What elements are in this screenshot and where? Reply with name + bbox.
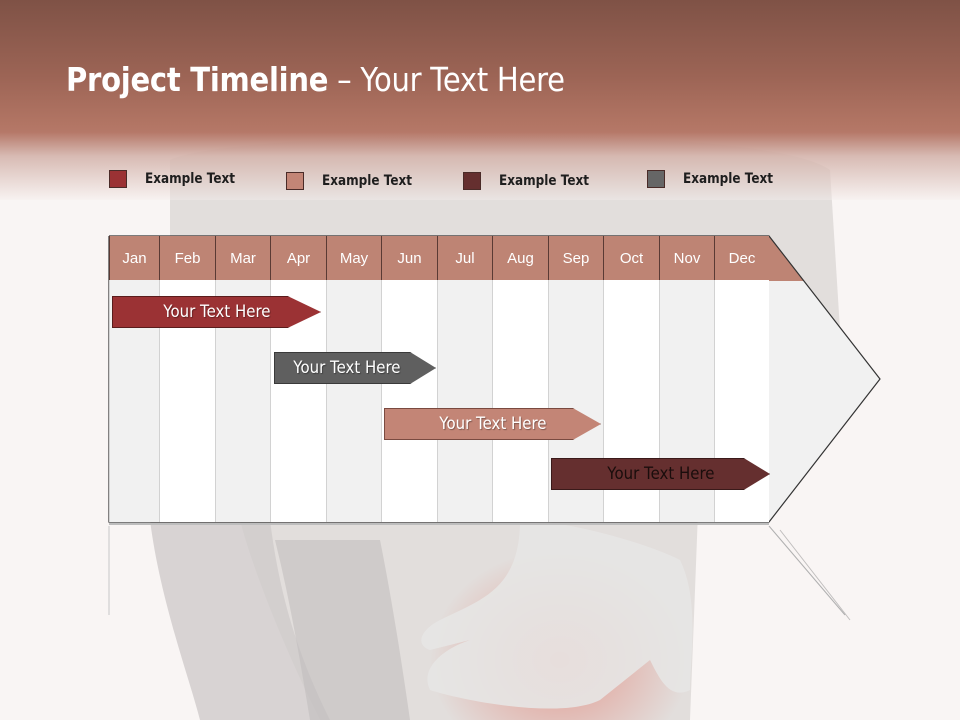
task-bar[interactable]: Your Text Here [112, 296, 321, 328]
legend-swatch [109, 170, 127, 188]
month-header-nov: Nov [659, 236, 714, 280]
legend-label: Example Text [499, 173, 590, 189]
legend-swatch [647, 170, 665, 188]
header-band [0, 0, 960, 200]
legend-item: Example Text [109, 170, 250, 188]
month-header-oct: Oct [603, 236, 659, 280]
task-bar[interactable]: Your Text Here [551, 458, 770, 490]
legend: Example Text Example Text Example Text E… [0, 170, 960, 194]
month-header-apr: Apr [270, 236, 326, 280]
legend-label: Example Text [322, 173, 413, 189]
month-header-jun: Jun [381, 236, 437, 280]
month-header-jan: Jan [109, 236, 159, 280]
month-header-jul: Jul [437, 236, 492, 280]
month-header-sep: Sep [548, 236, 603, 280]
task-label: Your Text Here [293, 358, 401, 378]
title-bold: Project Timeline [66, 60, 329, 99]
task-bar[interactable]: Your Text Here [384, 408, 601, 440]
legend-swatch [286, 172, 304, 190]
legend-item: Example Text [286, 172, 427, 190]
title-rest: – Your Text Here [328, 60, 565, 99]
legend-item: Example Text [647, 170, 788, 188]
month-header-feb: Feb [159, 236, 215, 280]
month-column [437, 280, 492, 522]
legend-label: Example Text [683, 171, 774, 187]
task-label: Your Text Here [606, 464, 715, 484]
month-header-mar: Mar [215, 236, 270, 280]
month-header-aug: Aug [492, 236, 548, 280]
task-label: Your Text Here [162, 302, 271, 322]
slide-title: Project Timeline – Your Text Here [66, 60, 565, 99]
month-header-may: May [326, 236, 381, 280]
month-column [492, 280, 548, 522]
legend-swatch [463, 172, 481, 190]
month-header-dec: Dec [714, 236, 769, 280]
month-column [381, 280, 437, 522]
month-column [326, 280, 381, 522]
legend-item: Example Text [463, 172, 604, 190]
task-label: Your Text Here [438, 414, 547, 434]
task-bar[interactable]: Your Text Here [274, 352, 436, 384]
legend-label: Example Text [145, 171, 236, 187]
